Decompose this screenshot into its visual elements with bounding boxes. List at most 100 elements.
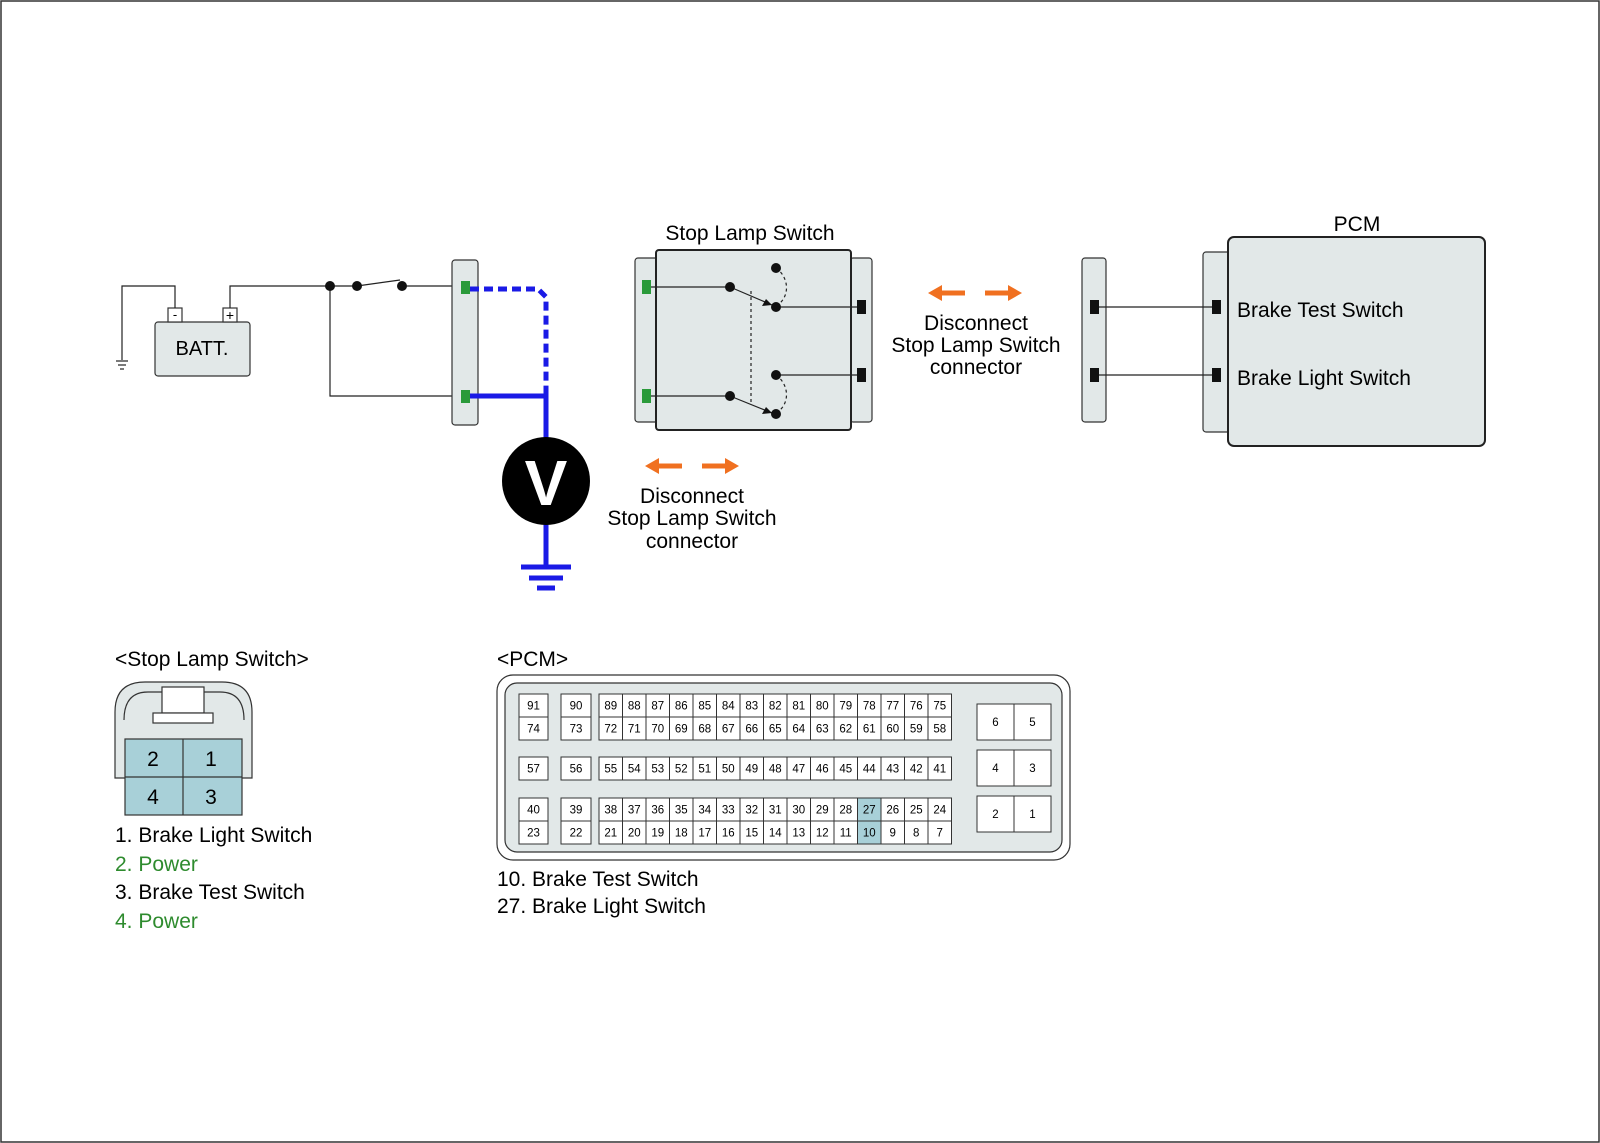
- pcm-pin-label-46: 46: [816, 764, 829, 776]
- pcm-pin-label-20: 20: [628, 828, 641, 840]
- pcm-pin-label-70: 70: [651, 724, 664, 736]
- svg-text:connector: connector: [646, 530, 738, 553]
- pcm-pin-label-36: 36: [651, 805, 664, 817]
- pcm-pin-label-75: 75: [933, 701, 946, 713]
- stop-lamp-legend: 1. Brake Light Switch 2. Power 3. Brake …: [115, 822, 312, 936]
- pcm-pin-label-28: 28: [839, 805, 852, 817]
- pcm-pin-label-79: 79: [839, 701, 852, 713]
- pin-2: 2: [147, 748, 159, 771]
- disconnect-arrows-top: [928, 285, 1022, 301]
- pcm-pin-label-4: 4: [992, 763, 999, 775]
- pcm-pin-label-85: 85: [698, 701, 711, 713]
- pcm-pin-label-82: 82: [769, 701, 782, 713]
- pcm-pin-73: [560, 716, 592, 741]
- pin-4: 4: [147, 786, 159, 809]
- pcm-pin-label-61: 61: [863, 724, 876, 736]
- legend-item-2: 2. Power: [115, 852, 198, 876]
- disconnect-note-bottom: Disconnect Stop Lamp Switch connector: [607, 485, 776, 553]
- pcm-wires: [1099, 306, 1212, 376]
- pcm-pin-7: [927, 820, 952, 845]
- pcm-pin-label-43: 43: [886, 764, 899, 776]
- pcm-pin-label-9: 9: [890, 828, 896, 840]
- svg-text:Stop Lamp Switch: Stop Lamp Switch: [607, 507, 776, 530]
- battery-wires: [116, 279, 466, 397]
- pcm-module: [1202, 236, 1486, 447]
- pcm-pin-label-89: 89: [604, 701, 617, 713]
- pcm-pin-label-13: 13: [792, 828, 805, 840]
- pcm-pin-label-15: 15: [745, 828, 758, 840]
- pcm-pin-3: [1013, 749, 1052, 787]
- svg-text:Disconnect: Disconnect: [640, 485, 744, 508]
- voltmeter: V: [502, 437, 590, 525]
- pcm-pin-label-3: 3: [1029, 763, 1035, 775]
- pcm-pin-label-62: 62: [839, 724, 852, 736]
- pcm-pin-label-51: 51: [698, 764, 711, 776]
- pcm-pin-label-66: 66: [745, 724, 758, 736]
- pcm-pin-label-17: 17: [698, 828, 711, 840]
- pcm-pin-label-57: 57: [527, 764, 540, 776]
- pcm-pin-label-14: 14: [769, 828, 782, 840]
- pcm-pin-5: [1013, 703, 1052, 741]
- pin-3: 3: [205, 786, 217, 809]
- stop-lamp-switch: [634, 249, 873, 431]
- connector-pin-power-top: [461, 281, 470, 294]
- pcm-pin-label-21: 21: [604, 828, 617, 840]
- pcm-pin-label-50: 50: [722, 764, 735, 776]
- pcm-pin-label-8: 8: [913, 828, 919, 840]
- pcm-pin-label-55: 55: [604, 764, 617, 776]
- battery-neg-sign: -: [173, 307, 177, 322]
- pcm-harness-pin-2: [1090, 368, 1099, 382]
- pcm-pin-label-74: 74: [527, 724, 540, 736]
- pcm-legend: 10. Brake Test Switch 27. Brake Light Sw…: [497, 866, 706, 920]
- pcm-harness-pin-1: [1090, 300, 1099, 314]
- pcm-pin-4: [976, 749, 1015, 787]
- pcm-pin-label-39: 39: [570, 805, 583, 817]
- pcm-pin-label-10: 10: [863, 828, 876, 840]
- switch-nodes: [325, 281, 407, 291]
- pcm-pin-label-80: 80: [816, 701, 829, 713]
- pcm-pin-label-69: 69: [675, 724, 688, 736]
- battery-label: BATT.: [176, 338, 229, 360]
- pcm-legend-item-27: 27. Brake Light Switch: [497, 895, 706, 918]
- pcm-pin-22: [560, 820, 592, 845]
- pcm-pin-label-84: 84: [722, 701, 735, 713]
- pcm-terminal-brake-test: Brake Test Switch: [1237, 299, 1404, 322]
- pcm-pin-label-27: 27: [863, 805, 876, 817]
- disconnect-note-top: Disconnect Stop Lamp Switch connector: [891, 312, 1060, 379]
- pcm-pin-label-90: 90: [570, 701, 583, 713]
- pcm-pin-label-71: 71: [628, 724, 641, 736]
- pcm-pin-56: [560, 756, 592, 781]
- pcm-pin-label-64: 64: [792, 724, 805, 736]
- pcm-pin-label-45: 45: [839, 764, 852, 776]
- svg-text:Stop Lamp Switch: Stop Lamp Switch: [891, 334, 1060, 357]
- pcm-pin-74: [518, 716, 549, 741]
- pcm-pin-label-49: 49: [745, 764, 758, 776]
- pcm-pin-label-73: 73: [570, 724, 583, 736]
- pcm-pin-label-41: 41: [933, 764, 946, 776]
- legend-item-4: 4. Power: [115, 909, 198, 933]
- pcm-pin-label-54: 54: [628, 764, 641, 776]
- voltmeter-label: V: [525, 447, 568, 519]
- pcm-pin-label-25: 25: [910, 805, 923, 817]
- pcm-pin-label-72: 72: [604, 724, 617, 736]
- pcm-legend-item-10: 10. Brake Test Switch: [497, 868, 699, 891]
- pcm-pin-label-29: 29: [816, 805, 829, 817]
- probe-wires: [470, 286, 571, 591]
- battery-pos-sign: +: [226, 307, 234, 323]
- pcm-pin-label-56: 56: [570, 764, 583, 776]
- pcm-pin-label-7: 7: [937, 828, 943, 840]
- pcm-pin-label-34: 34: [698, 805, 711, 817]
- pcm-pin-label-59: 59: [910, 724, 923, 736]
- pcm-pin-label-2: 2: [992, 809, 998, 821]
- pcm-pin-label-16: 16: [722, 828, 735, 840]
- pcm-pin-label-86: 86: [675, 701, 688, 713]
- pcm-pin-23: [518, 820, 549, 845]
- pcm-pin-label-1: 1: [1029, 809, 1035, 821]
- pcm-pin-label-32: 32: [745, 805, 758, 817]
- pcm-pin-label-37: 37: [628, 805, 641, 817]
- battery: - + BATT.: [154, 307, 251, 377]
